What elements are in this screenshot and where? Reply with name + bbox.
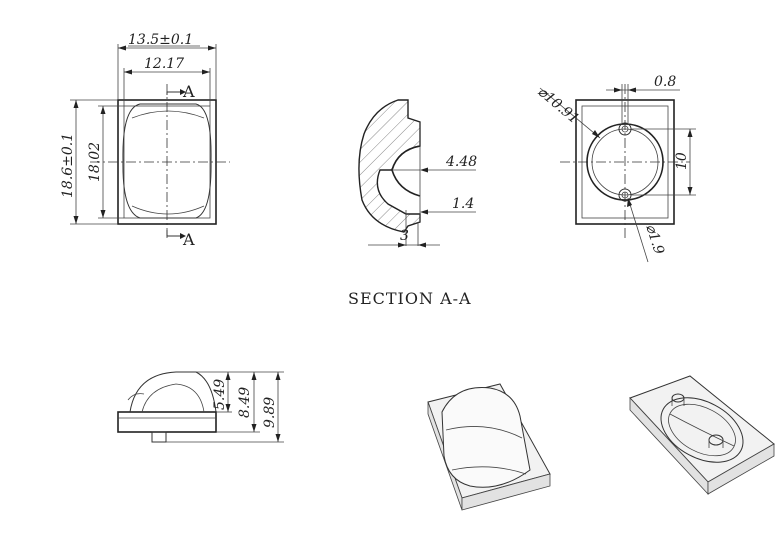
dim-arrow bbox=[118, 45, 126, 51]
dim-arrow bbox=[100, 210, 106, 218]
iso-back-lens-ring-inner bbox=[668, 403, 736, 457]
front-view-lens-rim-top bbox=[131, 110, 205, 119]
dim-section-depth: 4.48 bbox=[445, 154, 477, 170]
front-view-lens-body bbox=[122, 103, 212, 219]
dim-arrow bbox=[614, 87, 622, 93]
side-view-base bbox=[117, 411, 217, 433]
dim-arrow bbox=[627, 198, 632, 207]
back-view-pin-top-inner bbox=[621, 125, 629, 133]
dim-arrow bbox=[73, 216, 79, 224]
side-view-dome-inner bbox=[141, 383, 205, 413]
section-view: 4.48 1.4 3 SECTION A-A bbox=[348, 99, 477, 308]
dim-height-total: 18.6±0.1 bbox=[60, 133, 76, 198]
dim-height-inner: 18.02 bbox=[87, 142, 103, 182]
side-view: 5.49 8.49 9.89 bbox=[117, 371, 284, 443]
section-marker-top-line bbox=[166, 91, 180, 95]
side-view-dome bbox=[129, 371, 217, 413]
dim-arrow bbox=[418, 242, 426, 248]
iso-back-lens-diagonal bbox=[669, 413, 735, 447]
dim-arrow bbox=[124, 69, 132, 75]
dim-arrow bbox=[202, 69, 210, 75]
dim-arrow bbox=[100, 106, 106, 114]
dim-side-h1: 5.49 bbox=[212, 379, 228, 410]
dim-section-width: 3 bbox=[400, 228, 409, 244]
dim-arrow bbox=[420, 167, 428, 173]
dim-pin-offset: 0.8 bbox=[654, 74, 676, 90]
dim-leader-diameter-main bbox=[539, 87, 601, 139]
dim-arrow bbox=[225, 372, 231, 380]
dim-pin-spacing: 10 bbox=[674, 152, 690, 170]
section-lens-body bbox=[358, 99, 421, 233]
dim-arrow bbox=[398, 242, 406, 248]
iso-front-lens-rim-lower bbox=[451, 466, 527, 475]
side-view-pin bbox=[151, 431, 167, 443]
dim-arrow bbox=[592, 130, 600, 138]
dim-arrow bbox=[275, 372, 281, 380]
section-marker-bottom: A bbox=[182, 230, 196, 249]
dim-arrow bbox=[275, 434, 281, 442]
dim-side-h2: 8.49 bbox=[237, 387, 253, 418]
dim-arrow bbox=[251, 424, 257, 432]
side-view-dome-edge bbox=[127, 393, 145, 401]
dim-arrow bbox=[628, 87, 636, 93]
dim-arrow bbox=[225, 404, 231, 412]
section-title: SECTION A-A bbox=[348, 289, 472, 308]
dim-diameter-main: ⌀10.91 bbox=[534, 84, 581, 127]
iso-front-lens-rim bbox=[445, 426, 523, 439]
front-view: A A 13.5±0.1 12.17 18.6±0.1 18.02 bbox=[60, 32, 230, 249]
iso-back-base-side-front bbox=[707, 443, 775, 495]
back-view-lens-circle bbox=[586, 123, 664, 201]
iso-front-lens-body bbox=[441, 387, 531, 488]
front-view-lens-rim-bottom bbox=[131, 205, 205, 215]
section-marker-bottom-arrow bbox=[180, 233, 186, 239]
iso-back-lens-ring bbox=[660, 397, 744, 463]
back-view-lens-inner-circle bbox=[591, 128, 659, 196]
dim-leader-pin-diameter bbox=[627, 197, 649, 263]
section-marker-top: A bbox=[182, 82, 196, 101]
dim-top-width-total: 13.5±0.1 bbox=[128, 32, 193, 48]
section-marker-bottom-line bbox=[166, 230, 180, 237]
back-view-pin-bottom-inner bbox=[621, 191, 629, 199]
dim-arrow bbox=[73, 100, 79, 108]
dim-section-step: 1.4 bbox=[452, 196, 474, 212]
back-view: ⌀10.91 0.8 10 ⌀1.9 bbox=[534, 74, 696, 263]
section-marker-top-arrow bbox=[180, 89, 186, 95]
isometric-back-view bbox=[629, 375, 775, 496]
dim-pin-diameter: ⌀1.9 bbox=[642, 222, 667, 256]
dim-side-h3: 9.89 bbox=[262, 397, 278, 428]
dim-arrow bbox=[251, 372, 257, 380]
dim-arrow bbox=[420, 209, 428, 215]
dim-arrow bbox=[687, 187, 693, 195]
dim-arrow bbox=[208, 45, 216, 51]
iso-front-base-side-front bbox=[461, 473, 551, 511]
dim-arrow bbox=[687, 129, 693, 137]
isometric-front-view bbox=[427, 383, 551, 511]
dim-top-width-inner: 12.17 bbox=[144, 56, 184, 72]
